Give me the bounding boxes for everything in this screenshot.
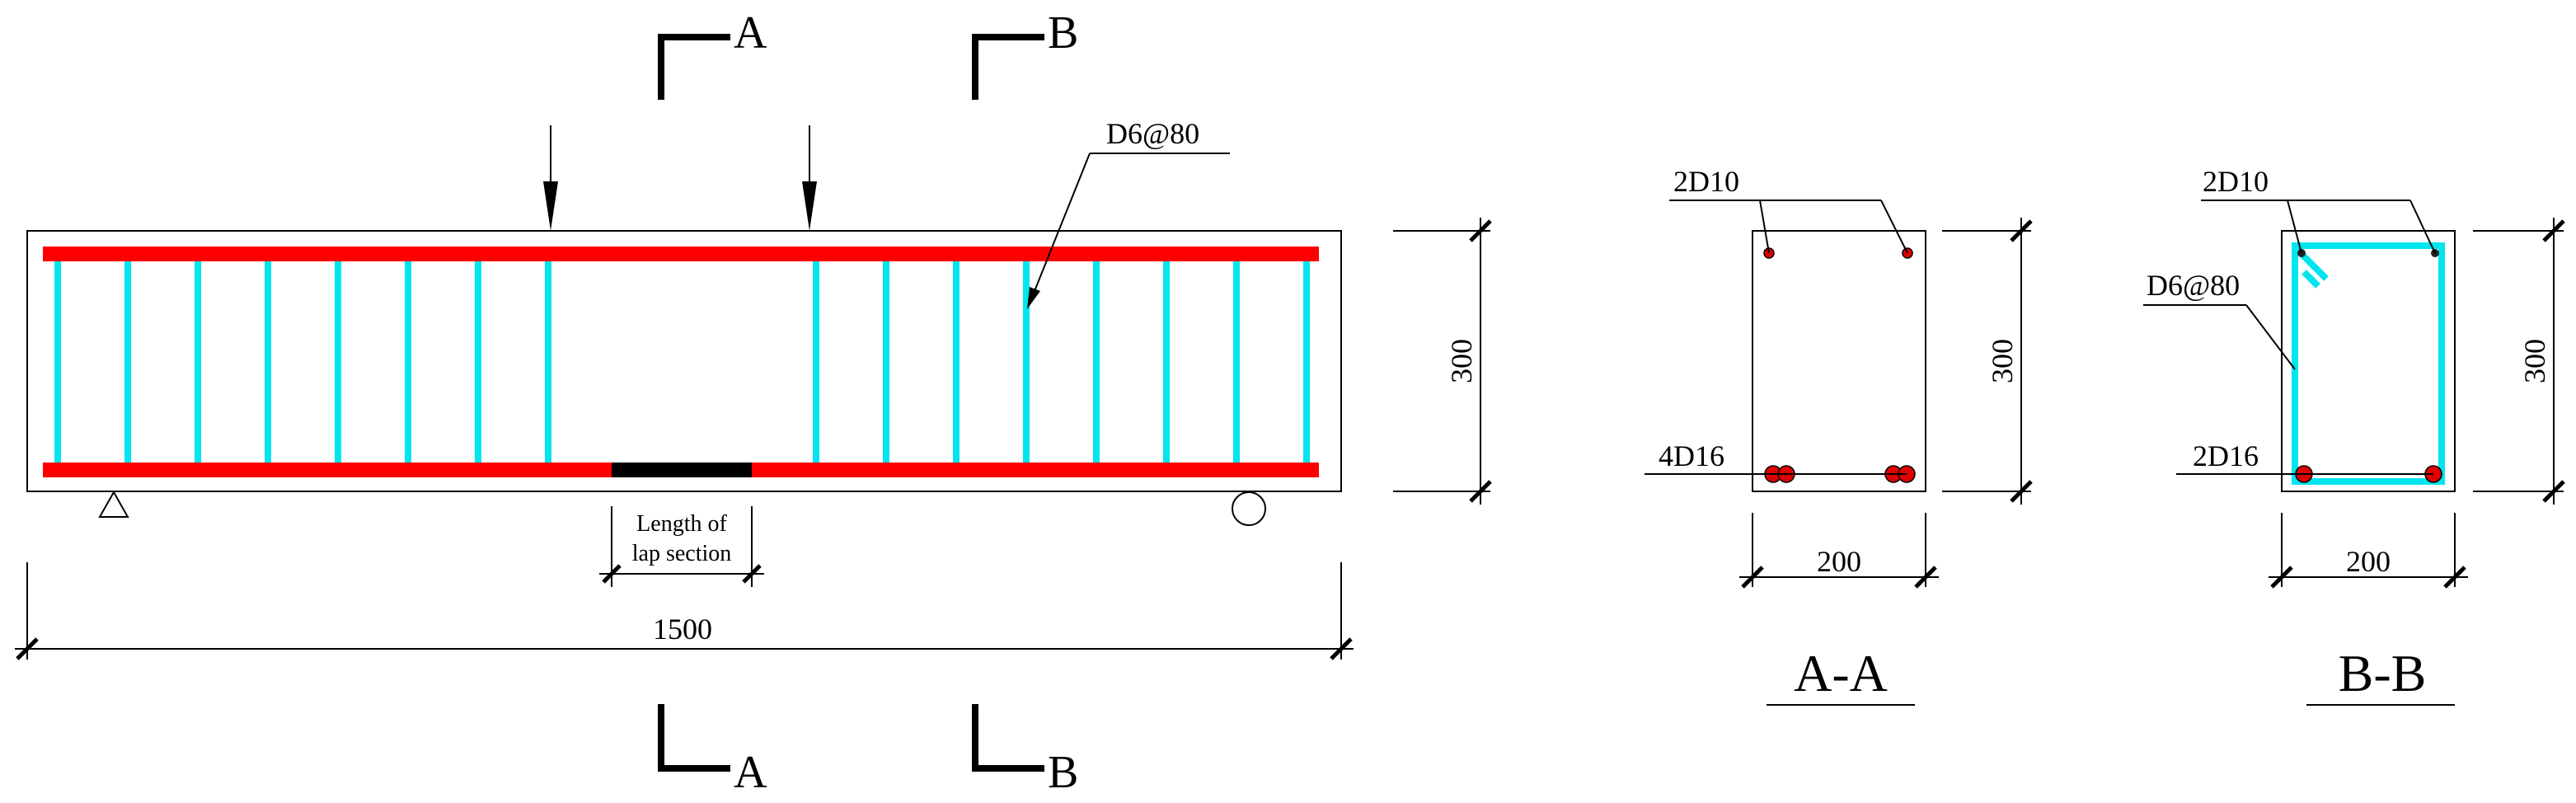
section-b-top-bars-label: 2D10 (2203, 165, 2269, 198)
section-a-top-leader: 2D10 (1669, 165, 1908, 254)
stirrup (1163, 247, 1170, 477)
lap-section (612, 463, 752, 477)
load-arrow-left (543, 125, 558, 231)
section-a-outline (1752, 230, 1926, 492)
cut-a-top-letter: A (734, 7, 767, 59)
stirrups (54, 247, 1310, 477)
stirrup (405, 247, 411, 477)
top-rebar (43, 247, 1319, 261)
section-cut-a-top: A (658, 7, 767, 100)
roller-support (1232, 491, 1266, 526)
section-a-title-block: A-A (1767, 644, 1915, 706)
section-b-stirrup (2292, 242, 2445, 485)
section-b-height-label: 300 (2518, 339, 2551, 383)
section-cut-b-bottom: B (972, 704, 1078, 798)
section-a-bottom-bars-label: 4D16 (1659, 439, 1724, 472)
section-b-b: 2D10 D6@80 2D16 200 300 (2143, 165, 2565, 706)
beam-outline (26, 230, 1342, 492)
section-b-height-dimension: 300 (2473, 218, 2565, 505)
section-b-title-block: B-B (2306, 644, 2455, 706)
stirrup (545, 247, 551, 477)
load-arrow-right (802, 125, 817, 231)
lap-label-line2: lap section (632, 541, 732, 566)
length-dimension: 1500 (15, 562, 1354, 660)
section-a-width-dimension: 200 (1739, 513, 1939, 589)
lap-dimension: Length of lap section (599, 506, 764, 587)
section-a-bottom-leader: 4D16 (1645, 439, 1907, 475)
stirrup-leader: D6@80 (1027, 117, 1230, 309)
height-dimension: 300 (1393, 218, 1492, 505)
beam-elevation: D6@80 Length of lap section 1500 (15, 7, 1492, 798)
stirrup (1093, 247, 1100, 477)
section-a-title: A-A (1794, 644, 1888, 702)
section-b-stirrup-label: D6@80 (2147, 269, 2240, 302)
stirrup (1023, 247, 1030, 477)
stirrup-label: D6@80 (1106, 117, 1199, 150)
pin-support (98, 490, 129, 518)
section-a-height-label: 300 (1986, 339, 2019, 383)
stirrup (1303, 247, 1310, 477)
section-b-top-leader: 2D10 (2201, 165, 2436, 254)
stirrup (54, 247, 61, 477)
section-b-bottom-bars-label: 2D16 (2193, 439, 2259, 472)
stirrup (195, 247, 201, 477)
section-b-stirrup-leader: D6@80 (2143, 269, 2296, 370)
beam-height-label: 300 (1445, 339, 1478, 383)
section-a-top-bars-label: 2D10 (1673, 165, 1739, 198)
section-b-bottom-leader: 2D16 (2176, 439, 2433, 475)
section-a-width-label: 200 (1817, 545, 1861, 578)
stirrup (883, 247, 889, 477)
section-b-width-dimension: 200 (2269, 513, 2468, 589)
stirrup (953, 247, 960, 477)
stirrup (475, 247, 481, 477)
section-b-outline (2281, 230, 2456, 492)
stirrup (124, 247, 131, 477)
stirrup (335, 247, 341, 477)
cut-b-top-letter: B (1048, 7, 1078, 59)
beam-length-label: 1500 (653, 613, 712, 646)
lap-label-line1: Length of (636, 511, 727, 537)
section-b-title: B-B (2339, 644, 2427, 702)
stirrup (265, 247, 271, 477)
section-b-width-label: 200 (2346, 545, 2391, 578)
stirrup (1233, 247, 1240, 477)
section-cut-a-bottom: A (658, 704, 767, 798)
stirrup (813, 247, 819, 477)
cut-b-bottom-letter: B (1048, 747, 1078, 798)
section-a-a: 2D10 4D16 200 300 A-A (1645, 165, 2033, 706)
section-a-height-dimension: 300 (1942, 218, 2033, 505)
cut-a-bottom-letter: A (734, 747, 767, 798)
section-b-stirrup-hook (2302, 270, 2320, 289)
section-cut-b-top: B (972, 7, 1078, 100)
